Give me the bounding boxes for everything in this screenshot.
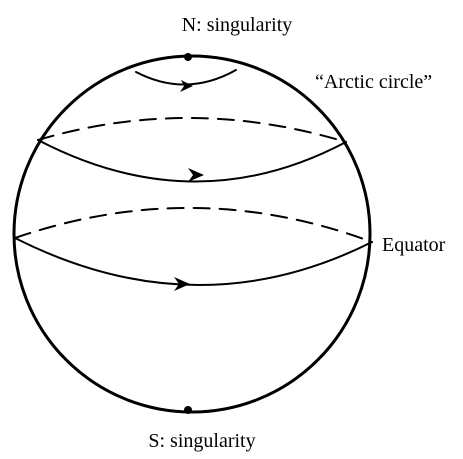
- polar-flow-arrow: [180, 80, 193, 92]
- arctic-circle-label: “Arctic circle”: [315, 71, 432, 93]
- north-singularity-dot: [184, 53, 192, 61]
- arctic-circle-front: [37, 139, 347, 183]
- equator-back-dashed: [14, 207, 373, 243]
- equator-front: [14, 237, 373, 286]
- sphere-outline: [12, 54, 372, 414]
- north-label: N: singularity: [182, 14, 293, 36]
- arctic-circle-back-dashed: [37, 117, 347, 143]
- equator-flow-arrow: [174, 277, 190, 291]
- equator-label: Equator: [382, 234, 446, 256]
- south-singularity-dot: [184, 406, 192, 414]
- arctic-flow-arrow: [188, 168, 204, 182]
- south-label: S: singularity: [148, 430, 255, 452]
- polar-flow-curve: [135, 69, 237, 86]
